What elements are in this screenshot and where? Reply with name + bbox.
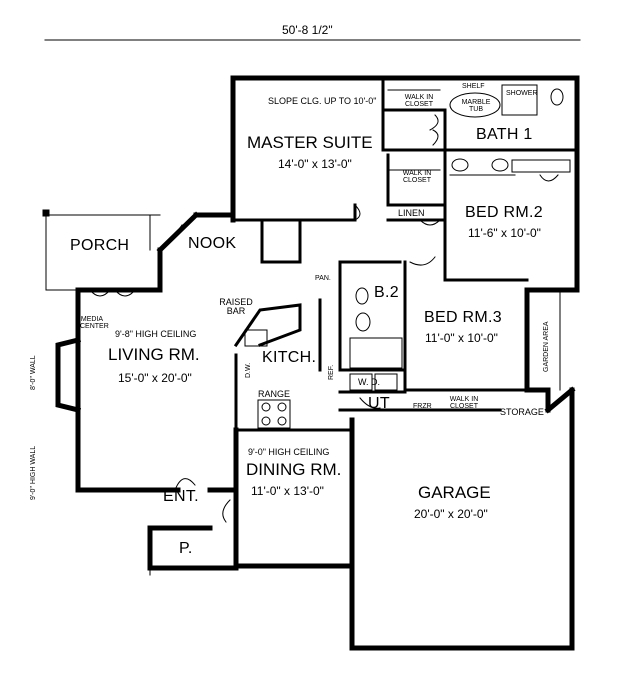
raised-bar-label: RAISED BAR <box>219 297 253 316</box>
media-center-label: MEDIA CENTER <box>80 316 109 330</box>
porch-label: PORCH <box>70 237 130 254</box>
shelf-label: SHELF <box>462 83 485 90</box>
freezer-label: FRZR <box>413 403 432 410</box>
garage-label: GARAGE <box>418 483 491 502</box>
dining-room-size: 11'-0" x 13'-0" <box>251 484 324 498</box>
marble-tub-label: MARBLE TUB <box>461 99 491 113</box>
garden-area-label: GARDEN AREA <box>543 321 550 372</box>
utility-label: UT <box>368 395 390 412</box>
wall-9ft-label: 9'-0" HIGH WALL <box>30 445 37 500</box>
washer-dryer-label: W. D. <box>358 377 380 387</box>
bed3-label: BED RM.3 <box>424 309 502 326</box>
pantry-label: PAN. <box>315 275 331 282</box>
master-suite-note: SLOPE CLG. UP TO 10'-0" <box>268 96 377 106</box>
nook-label: NOOK <box>188 235 237 252</box>
living-room-note: 9'-8" HIGH CEILING <box>115 329 197 339</box>
walk-in-closet-label-2: WALK IN CLOSET <box>402 170 432 184</box>
overall-width-dimension: 50'-8 1/2" <box>282 23 333 37</box>
entry-label: ENT. <box>163 488 199 505</box>
kitchen-label: KITCH. <box>262 349 317 366</box>
dining-room-label: DINING RM. <box>246 460 342 479</box>
bed2-label: BED RM.2 <box>465 204 543 221</box>
living-room-size: 15'-0" x 20'-0" <box>118 371 192 385</box>
bath2-label: B.2 <box>374 284 399 301</box>
bed3-size: 11'-0" x 10'-0" <box>425 331 498 345</box>
dining-room-note: 9'-0" HIGH CEILING <box>248 447 330 457</box>
bed2-size: 11'-6" x 10'-0" <box>468 226 541 240</box>
master-suite-size: 14'-0" x 13'-0" <box>278 157 352 171</box>
refrigerator-label: REF. <box>328 364 335 380</box>
garage-size: 20'-0" x 20'-0" <box>414 507 488 521</box>
dishwasher-label: D.W. <box>245 362 252 378</box>
bath1-label: BATH 1 <box>476 126 533 143</box>
range-label: RANGE <box>258 389 291 399</box>
living-room-label: LIVING RM. <box>108 345 200 364</box>
master-suite-label: MASTER SUITE <box>247 133 373 152</box>
shower-label: SHOWER <box>506 90 538 97</box>
wall-8ft-label: 8'-0" WALL <box>30 355 37 390</box>
linen-label: LINEN <box>398 208 425 218</box>
walk-in-closet-label-3: WALK IN CLOSET <box>449 396 479 410</box>
patio-label: P. <box>179 540 193 557</box>
walk-in-closet-label-1: WALK IN CLOSET <box>404 94 434 108</box>
storage-label: STORAGE <box>500 407 544 417</box>
